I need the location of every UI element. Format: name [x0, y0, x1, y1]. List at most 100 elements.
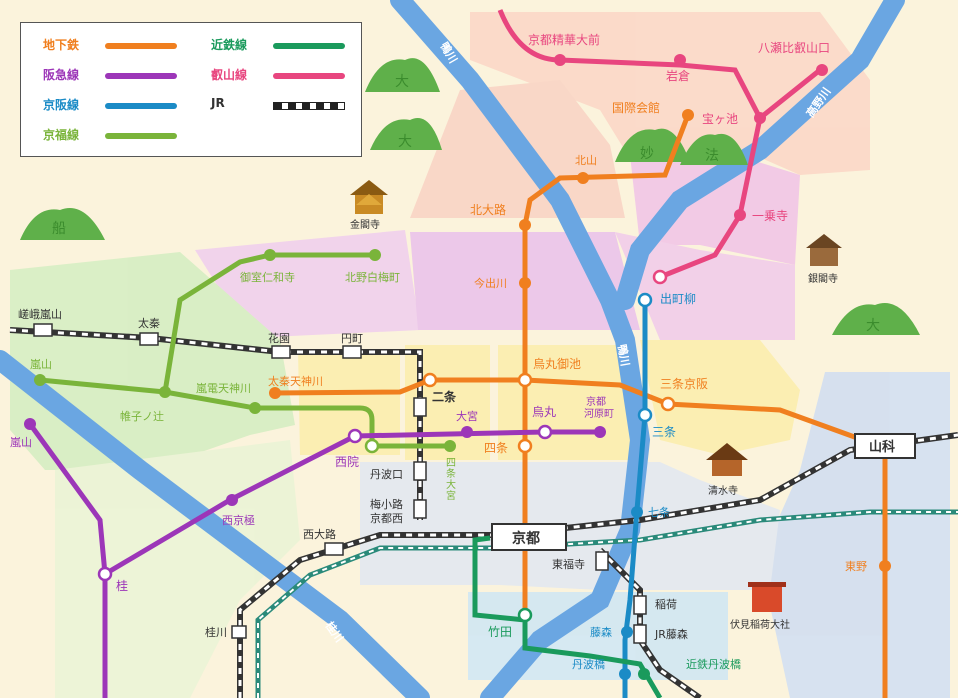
station-dot-saiin-hankyu[interactable] — [347, 428, 363, 444]
station-box-katsuragawa[interactable] — [231, 625, 247, 639]
station-box-nijo[interactable] — [413, 397, 427, 417]
station-dot-kyoto-seika[interactable] — [554, 54, 566, 66]
station-dot-kitano[interactable] — [369, 249, 381, 261]
station-box-hanazono[interactable] — [271, 345, 291, 359]
label-omuro: 御室仁和寺 — [240, 270, 295, 284]
station-dot-omiya[interactable] — [461, 426, 473, 438]
mountain-sa: 大 — [370, 118, 442, 150]
station-dot-kintetsu-tambabashi[interactable] — [638, 668, 650, 680]
label-tambaguchi: 丹波口 — [370, 468, 403, 481]
label-umekoji: 梅小路京都西 — [370, 497, 403, 525]
mountain-daimonji: 大 — [832, 303, 920, 335]
label-arashiden: 嵐電天神川 — [196, 381, 251, 395]
label-jr-fujinomori: JR藤森 — [654, 627, 688, 641]
station-dot-ichijoji[interactable] — [734, 209, 746, 221]
label-kitaoji: 北大路 — [470, 202, 506, 217]
station-markers — [24, 54, 891, 680]
station-box-jr-fujinomori[interactable] — [633, 624, 647, 644]
label-katsura: 桂 — [116, 578, 128, 593]
station-box-emmachi[interactable] — [342, 345, 362, 359]
inari-torii-icon: 伏見稲荷大社 — [730, 582, 790, 631]
station-dot-tambabashi[interactable] — [619, 668, 631, 680]
label-nijo: 二条 — [432, 389, 457, 404]
label-hanazono: 花園 — [268, 332, 290, 345]
station-box-yamashina[interactable] — [854, 433, 916, 459]
station-box-uzumasa[interactable] — [139, 332, 159, 346]
station-box-nishioji[interactable] — [324, 542, 344, 556]
station-dot-arashiyama-hankyu[interactable] — [24, 418, 36, 430]
station-dot-sanjo[interactable] — [637, 407, 653, 423]
label-ginkakuji: 銀閣寺 — [808, 272, 838, 285]
station-box-inari[interactable] — [633, 595, 647, 615]
label-uzumasa-tenjin: 太秦天神川 — [268, 374, 323, 388]
label-emmachi: 円町 — [341, 332, 363, 345]
label-katabiranotsuji: 帷子ノ辻 — [120, 409, 164, 423]
label-imadegawa: 今出川 — [474, 276, 507, 290]
station-dot-uzumasa-tenjin[interactable] — [269, 387, 281, 399]
station-box-tofukuji[interactable] — [595, 551, 609, 571]
station-labels: 京都精華大前 岩倉 八瀬比叡山口 国際会館 宝ヶ池 北山 北大路 一乗寺 今出川… — [10, 32, 895, 671]
station-dot-katsura[interactable] — [97, 566, 113, 582]
jr-station-boxes — [33, 323, 916, 644]
label-shijo-omiya: 四条大宮 — [446, 458, 456, 502]
legend-keifuku-label: 京福線 — [43, 128, 80, 142]
legend-jr-label: JR — [211, 96, 225, 110]
station-dot-kawaramachi[interactable] — [594, 426, 606, 438]
station-dot-demachi-eizan[interactable] — [652, 269, 668, 285]
mountain-label-ho: 法 — [705, 148, 719, 164]
label-yase: 八瀬比叡山口 — [758, 40, 830, 55]
label-higashino: 東野 — [845, 560, 867, 573]
station-box-tambaguchi[interactable] — [413, 461, 427, 481]
station-dot-kitaoji[interactable] — [519, 219, 531, 231]
station-dot-katabiranotsuji[interactable] — [159, 386, 171, 398]
eizan-line — [497, 9, 822, 280]
mountain-label-dai: 大 — [866, 318, 880, 334]
station-dot-arashiyama-keifuku[interactable] — [34, 374, 46, 386]
label-kawaramachi: 京都河原町 — [584, 395, 614, 420]
station-dot-shijo-omiya[interactable] — [444, 440, 456, 452]
legend-eizan-swatch — [273, 73, 345, 79]
station-box-kyoto[interactable] — [491, 523, 567, 551]
station-dot-nijo[interactable] — [422, 372, 438, 388]
station-dot-arashiden[interactable] — [249, 402, 261, 414]
kinkakuji-icon: 金閣寺 — [350, 180, 388, 231]
label-nishioji: 西大路 — [303, 527, 336, 541]
station-box-umekoji[interactable] — [413, 499, 427, 519]
station-dot-yase[interactable] — [816, 64, 828, 76]
station-dot-nishikyogoku[interactable] — [226, 494, 238, 506]
label-saiin: 西院 — [335, 455, 359, 469]
station-dot-imadegawa[interactable] — [519, 277, 531, 289]
ginkakuji-icon: 銀閣寺 — [806, 234, 842, 285]
station-dot-saiin-keifuku[interactable] — [364, 438, 380, 454]
station-dot-karasuma[interactable] — [537, 424, 553, 440]
label-ichijoji: 一乗寺 — [752, 209, 788, 223]
station-dot-kokusai[interactable] — [682, 109, 694, 121]
kintetsu-line — [472, 535, 663, 698]
station-dot-shichijo[interactable] — [631, 506, 643, 518]
jr-nara-line-dash — [598, 548, 701, 698]
station-dot-fujinomori[interactable] — [621, 626, 633, 638]
station-dot-demachi-keihan[interactable] — [637, 292, 653, 308]
river-katsura — [0, 350, 430, 698]
label-iwakura: 岩倉 — [666, 68, 690, 83]
station-dot-karasuma-oike[interactable] — [517, 372, 533, 388]
station-dot-takaragaike[interactable] — [754, 112, 766, 124]
station-dot-iwakura[interactable] — [674, 54, 686, 66]
station-dot-omuro[interactable] — [264, 249, 276, 261]
zone-sakyo — [615, 232, 795, 340]
station-dot-higashino[interactable] — [879, 560, 891, 572]
station-box-saga[interactable] — [33, 323, 53, 337]
label-kokusai: 国際会館 — [612, 100, 660, 115]
station-dot-takeda[interactable] — [517, 607, 533, 623]
label-arashiyama-hankyu: 嵐山 — [10, 436, 32, 449]
label-yamashina: 山科 — [869, 439, 895, 455]
station-dot-shijo[interactable] — [517, 438, 533, 454]
station-dot-sanjo-keihan[interactable] — [660, 396, 676, 412]
landmarks: 金閣寺 銀閣寺 清水寺 伏見稲荷大社 — [350, 180, 842, 631]
subway-karasuma-line — [522, 114, 691, 615]
station-dot-kitayama[interactable] — [577, 172, 589, 184]
label-tofukuji: 東福寺 — [552, 557, 585, 571]
mountain-daimonji-left: 大 — [365, 58, 440, 92]
label-sanjo: 三条 — [652, 425, 676, 439]
mountain-label-myo: 妙 — [640, 146, 654, 162]
